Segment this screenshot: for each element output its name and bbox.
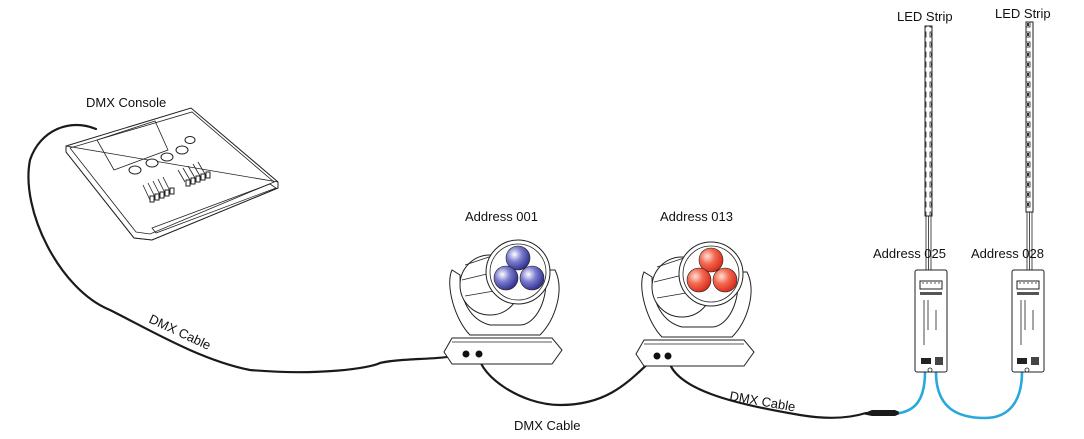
lens-red (698, 247, 724, 273)
fixture-base (443, 337, 563, 365)
dmx-in-port (653, 352, 661, 360)
dmx-out-port (664, 352, 672, 360)
fixture-label-013: Address 013 (660, 209, 733, 224)
cable-label-3: DMX Cable (728, 388, 796, 414)
dmx-console: DMX Console (65, 95, 279, 241)
decoder-label-025: Address 025 (873, 246, 946, 261)
console-knobs (128, 136, 196, 175)
fixture-label-001: Address 001 (465, 209, 538, 224)
lens-red (686, 267, 712, 293)
lens-blue (505, 245, 531, 271)
lens-blue (519, 265, 545, 291)
led-strip-label-2: LED Strip (995, 6, 1051, 21)
cable-label-2: DMX Cable (514, 418, 580, 433)
decoder-label-028: Address 028 (971, 246, 1044, 261)
dmx-in-port (462, 350, 470, 358)
dmx-out-port (475, 350, 483, 358)
lens-red (712, 267, 738, 293)
moving-head-fixture-001: Address 001 (443, 209, 563, 365)
blue-cable-decoder1-to-decoder2 (934, 370, 1024, 420)
console-faders (142, 161, 211, 203)
fixture-base (635, 339, 755, 367)
cable-connector (862, 410, 902, 416)
moving-head-fixture-013: Address 013 (635, 209, 755, 367)
led-strip-2: LED Strip (995, 6, 1051, 272)
blue-cable-connector-to-decoder1 (898, 370, 927, 415)
dmx-decoder-025: Address 025 (873, 246, 948, 373)
led-strip-1: LED Strip (897, 9, 953, 272)
led-strip-label-1: LED Strip (897, 9, 953, 24)
lens-blue (493, 265, 519, 291)
dmx-decoder-028: Address 028 (971, 246, 1045, 373)
dmx-cable-fixture2-to-decoder (666, 354, 868, 419)
console-label: DMX Console (86, 95, 166, 110)
dmx-cable-console-to-fixture1 (27, 124, 460, 374)
dmx-cable-fixture1-to-fixture2 (477, 353, 659, 407)
console-screen (96, 120, 169, 171)
